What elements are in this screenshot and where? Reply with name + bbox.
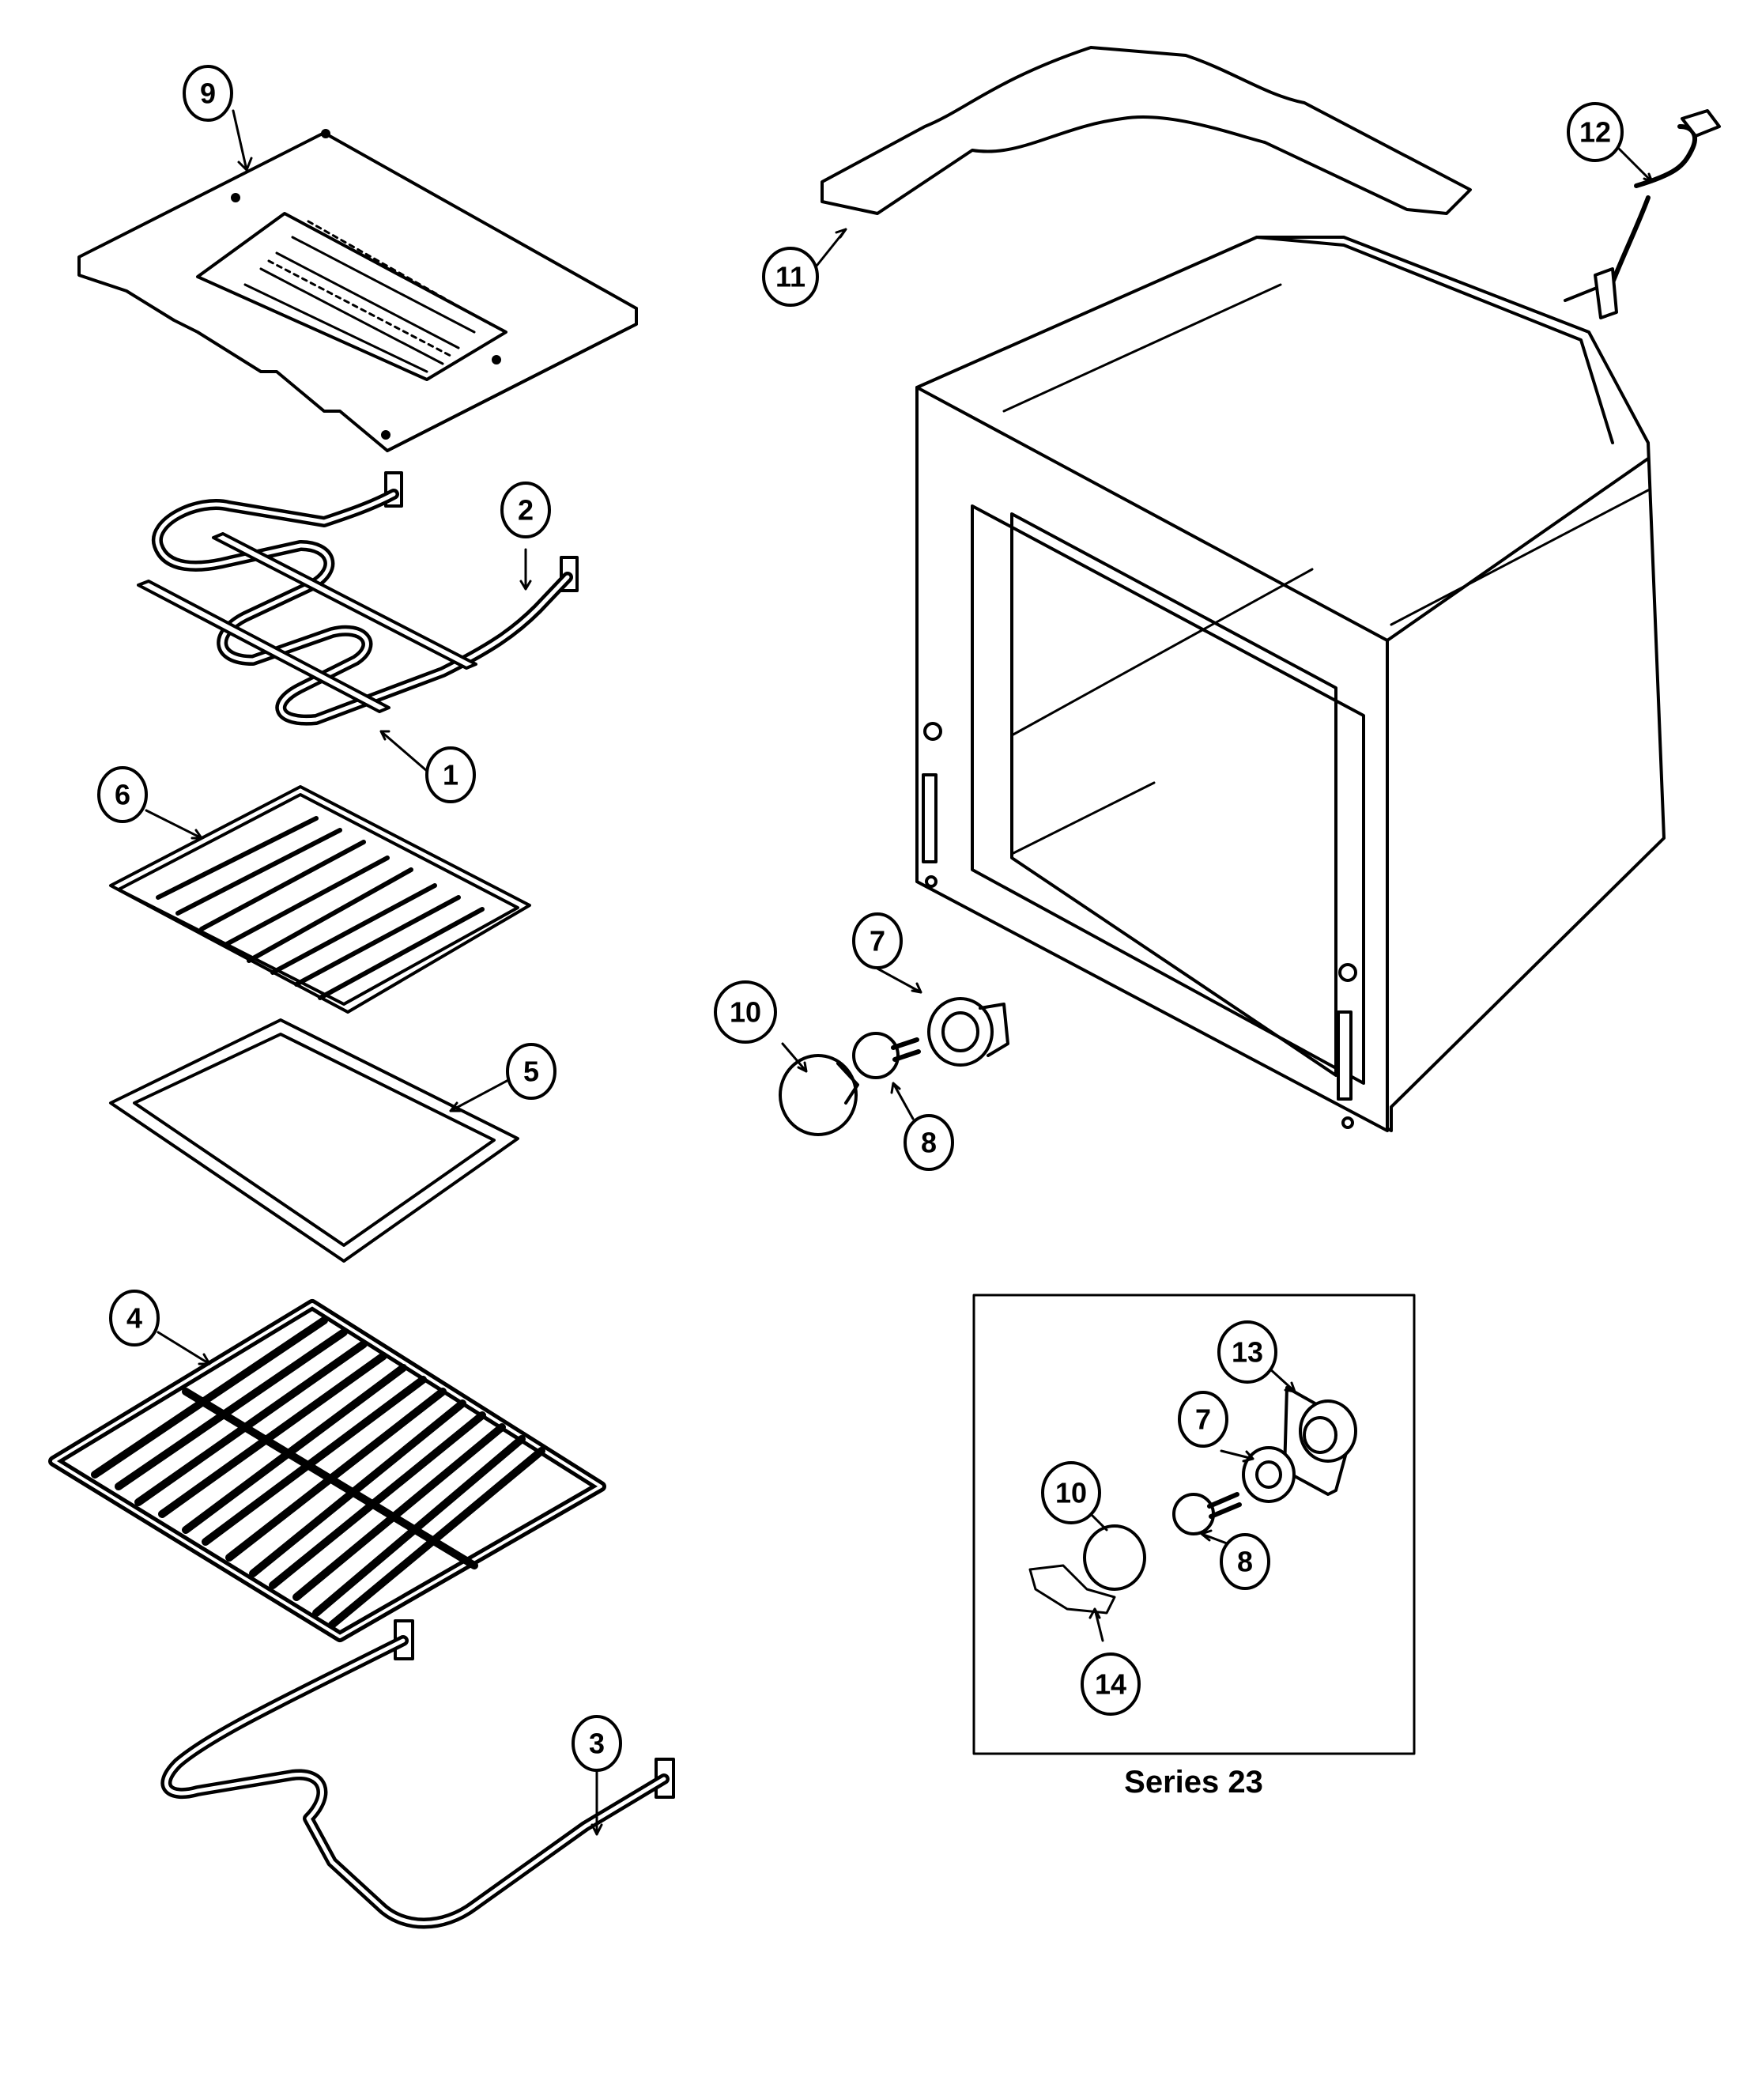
oven-cavity-part	[915, 236, 1666, 1132]
callout-9: 9	[183, 65, 233, 122]
svg-text:10: 10	[730, 996, 761, 1029]
broil-element-part	[151, 471, 579, 726]
broiler-pan-part	[109, 1018, 519, 1263]
svg-text:12: 12	[1579, 116, 1611, 149]
svg-text:5: 5	[523, 1056, 539, 1088]
callout-12: 12	[1567, 102, 1624, 162]
element-support-part	[137, 532, 477, 713]
bake-element-part	[160, 1619, 675, 1929]
svg-text:14: 14	[1095, 1668, 1126, 1701]
svg-text:7: 7	[1195, 1403, 1211, 1436]
callout-inset-7: 7	[1178, 1391, 1228, 1448]
callout-5: 5	[506, 1043, 556, 1100]
callout-2: 2	[500, 482, 551, 538]
oven-rack-part	[48, 1299, 606, 1642]
svg-text:1: 1	[443, 759, 458, 791]
inset-lamp-assembly	[1028, 1386, 1357, 1615]
callout-4: 4	[109, 1290, 160, 1346]
broiler-insert-part	[109, 785, 531, 1014]
svg-text:4: 4	[126, 1302, 142, 1335]
callout-7: 7	[852, 912, 903, 969]
callouts: 9 2 1 6 5 4 3 7 10 8 11 12 13 7 10 8 14	[97, 65, 1624, 1772]
svg-text:8: 8	[1237, 1546, 1253, 1578]
sensor-part	[1564, 109, 1721, 319]
svg-text:8: 8	[921, 1127, 937, 1159]
svg-text:6: 6	[115, 779, 130, 811]
svg-text:7: 7	[870, 925, 885, 957]
inset-caption: Series 23	[1124, 1765, 1263, 1800]
callout-6: 6	[97, 766, 148, 823]
svg-text:2: 2	[518, 494, 534, 527]
svg-text:10: 10	[1055, 1477, 1087, 1509]
inset-box	[972, 1294, 1416, 1755]
callout-inset-10: 10	[1041, 1461, 1101, 1524]
callout-3: 3	[572, 1715, 622, 1772]
callout-1: 1	[425, 746, 476, 803]
callout-8: 8	[904, 1114, 954, 1171]
insulation-part	[821, 46, 1472, 215]
heat-shield-part	[77, 129, 638, 452]
lamp-assembly-part	[779, 997, 1009, 1136]
callout-inset-13: 13	[1217, 1320, 1277, 1384]
callout-inset-8: 8	[1220, 1533, 1270, 1590]
leader-lines	[145, 109, 1654, 1836]
callout-inset-14: 14	[1081, 1652, 1141, 1716]
svg-text:11: 11	[775, 261, 805, 293]
callout-11: 11	[762, 247, 819, 307]
svg-text:13: 13	[1232, 1336, 1263, 1369]
svg-text:9: 9	[200, 77, 216, 110]
svg-text:3: 3	[589, 1728, 605, 1760]
callout-10: 10	[714, 980, 777, 1044]
